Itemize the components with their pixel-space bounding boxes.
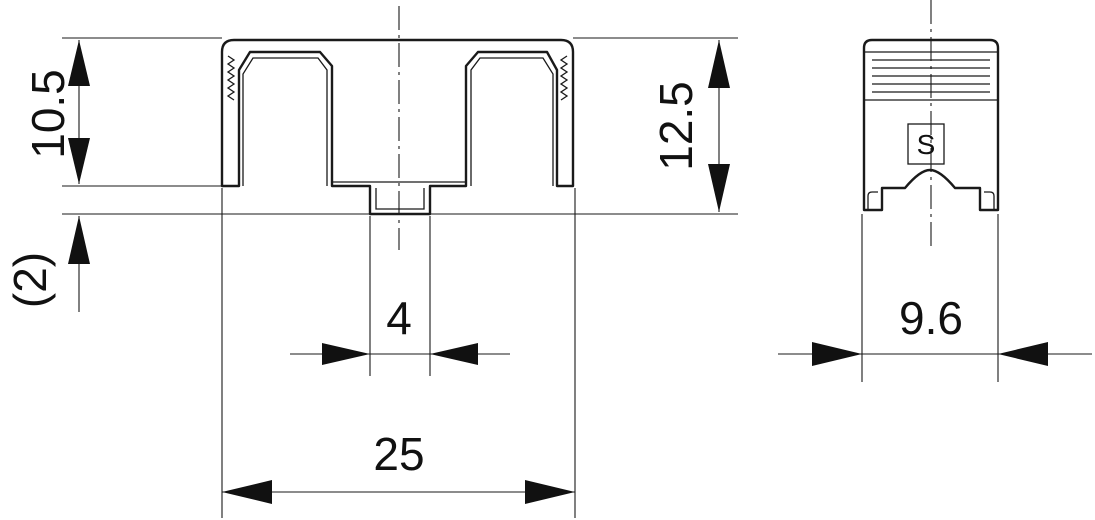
side-view-right-foot [984,191,995,210]
side-view-marking-letter: S [917,129,936,160]
side-view: S [862,0,1000,250]
front-extension-lines [62,37,738,518]
front-view-outline [220,38,575,216]
side-view-left-foot [867,191,878,210]
dimension-label-2: (2) [4,252,56,308]
dimension-height-total: 12.5 [650,40,730,212]
dimension-height-offset: (2) [4,216,90,312]
dimension-label-12-5: 12.5 [650,81,702,171]
side-view-outline [862,38,1000,212]
front-view-inner-right [470,57,554,186]
front-view-ribs-left [226,55,236,101]
dimension-width-total: 25 [222,428,575,504]
side-view-marking-box [907,123,945,165]
front-view-ribs-right [559,55,569,101]
dimension-label-4: 4 [386,292,412,344]
front-view [220,6,575,250]
dimension-label-25: 25 [373,428,424,480]
front-view-inner-left [242,57,328,186]
front-view-tab-inner [375,188,425,210]
dimension-width-side-view: 9.6 [778,214,1092,382]
dimension-width-center-tab: 4 [290,292,510,365]
dimension-label-9-6: 9.6 [899,292,963,344]
dimension-label-10-5: 10.5 [22,69,74,159]
dimension-height-body: 10.5 [22,40,90,184]
